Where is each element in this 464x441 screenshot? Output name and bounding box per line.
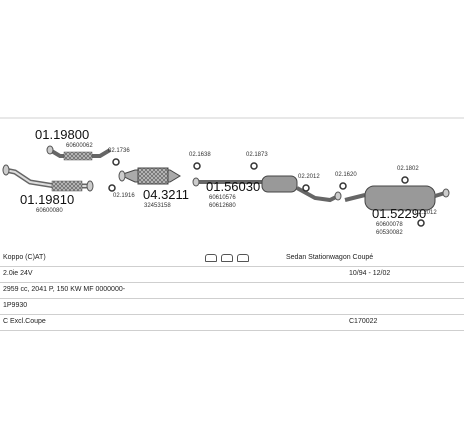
type-text: 1P9930	[3, 302, 28, 309]
ref-text: C170022	[349, 318, 378, 325]
gasket-icon-9	[302, 184, 310, 192]
gasket-icon-2	[112, 158, 120, 166]
upper-flex-pipe	[46, 145, 112, 161]
body-text: Sedan Stationwagon Coupé	[286, 254, 374, 261]
part-sub-5: 32453158	[144, 203, 171, 209]
catalytic-converter	[118, 167, 181, 185]
center-muffler	[192, 175, 342, 203]
part-code-5: 04.3211	[143, 187, 189, 202]
sedan-icon	[205, 254, 217, 262]
info-row-5: C Excl.Coupe C170022	[0, 314, 464, 331]
gasket-icon-7	[250, 162, 258, 170]
part-code-10: 02.1620	[335, 172, 357, 178]
part-code-11: 02.1802	[397, 166, 419, 172]
gasket-icon-4	[108, 184, 116, 192]
part-code-7: 02.1873	[246, 152, 268, 158]
part-sub-3: 60600080	[36, 208, 63, 214]
rear-muffler	[344, 185, 450, 211]
info-row-4: 1P9930	[0, 298, 464, 315]
years-text: 10/94 - 12/02	[349, 270, 391, 277]
coupe-icon	[237, 254, 249, 262]
info-row-3: 2959 cc, 2041 P, 150 KW MF 0000000-	[0, 282, 464, 299]
part-sub-12a: 60600078	[376, 222, 403, 228]
part-sub-1: 60600062	[66, 143, 93, 149]
gasket-icon-6	[193, 162, 201, 170]
part-code-1: 01.19800	[35, 127, 89, 142]
part-code-2: 02.1736	[108, 148, 130, 154]
part-sub-8b: 60612680	[209, 203, 236, 209]
part-code-12: 01.52290	[372, 206, 426, 221]
gasket-icon-10	[339, 182, 347, 190]
part-code-13: 02.2012	[415, 210, 437, 216]
gasket-icon-13	[417, 219, 425, 227]
info-row-1: Koppo (C)AT) Sedan Stationwagon Coupé	[0, 250, 464, 267]
part-code-9: 02.2012	[298, 174, 320, 180]
stationwagon-icon	[221, 254, 233, 262]
part-code-3: 01.19810	[20, 192, 74, 207]
variant-text: C Excl.Coupe	[3, 318, 46, 325]
part-sub-8a: 60610576	[209, 195, 236, 201]
part-code-8: 01.56030	[206, 179, 260, 194]
part-sub-12b: 60530082	[376, 230, 403, 236]
part-code-4: 02.1916	[113, 193, 135, 199]
spec-text: 2959 cc, 2041 P, 150 KW MF 0000000-	[3, 286, 126, 293]
engine-text: 2.0ie 24V	[3, 270, 33, 277]
part-code-6: 02.1638	[189, 152, 211, 158]
gasket-icon-11	[401, 176, 409, 184]
model-text: Koppo (C)AT)	[3, 254, 46, 261]
info-row-2: 2.0ie 24V 10/94 - 12/02	[0, 266, 464, 283]
front-pipe	[2, 164, 94, 192]
